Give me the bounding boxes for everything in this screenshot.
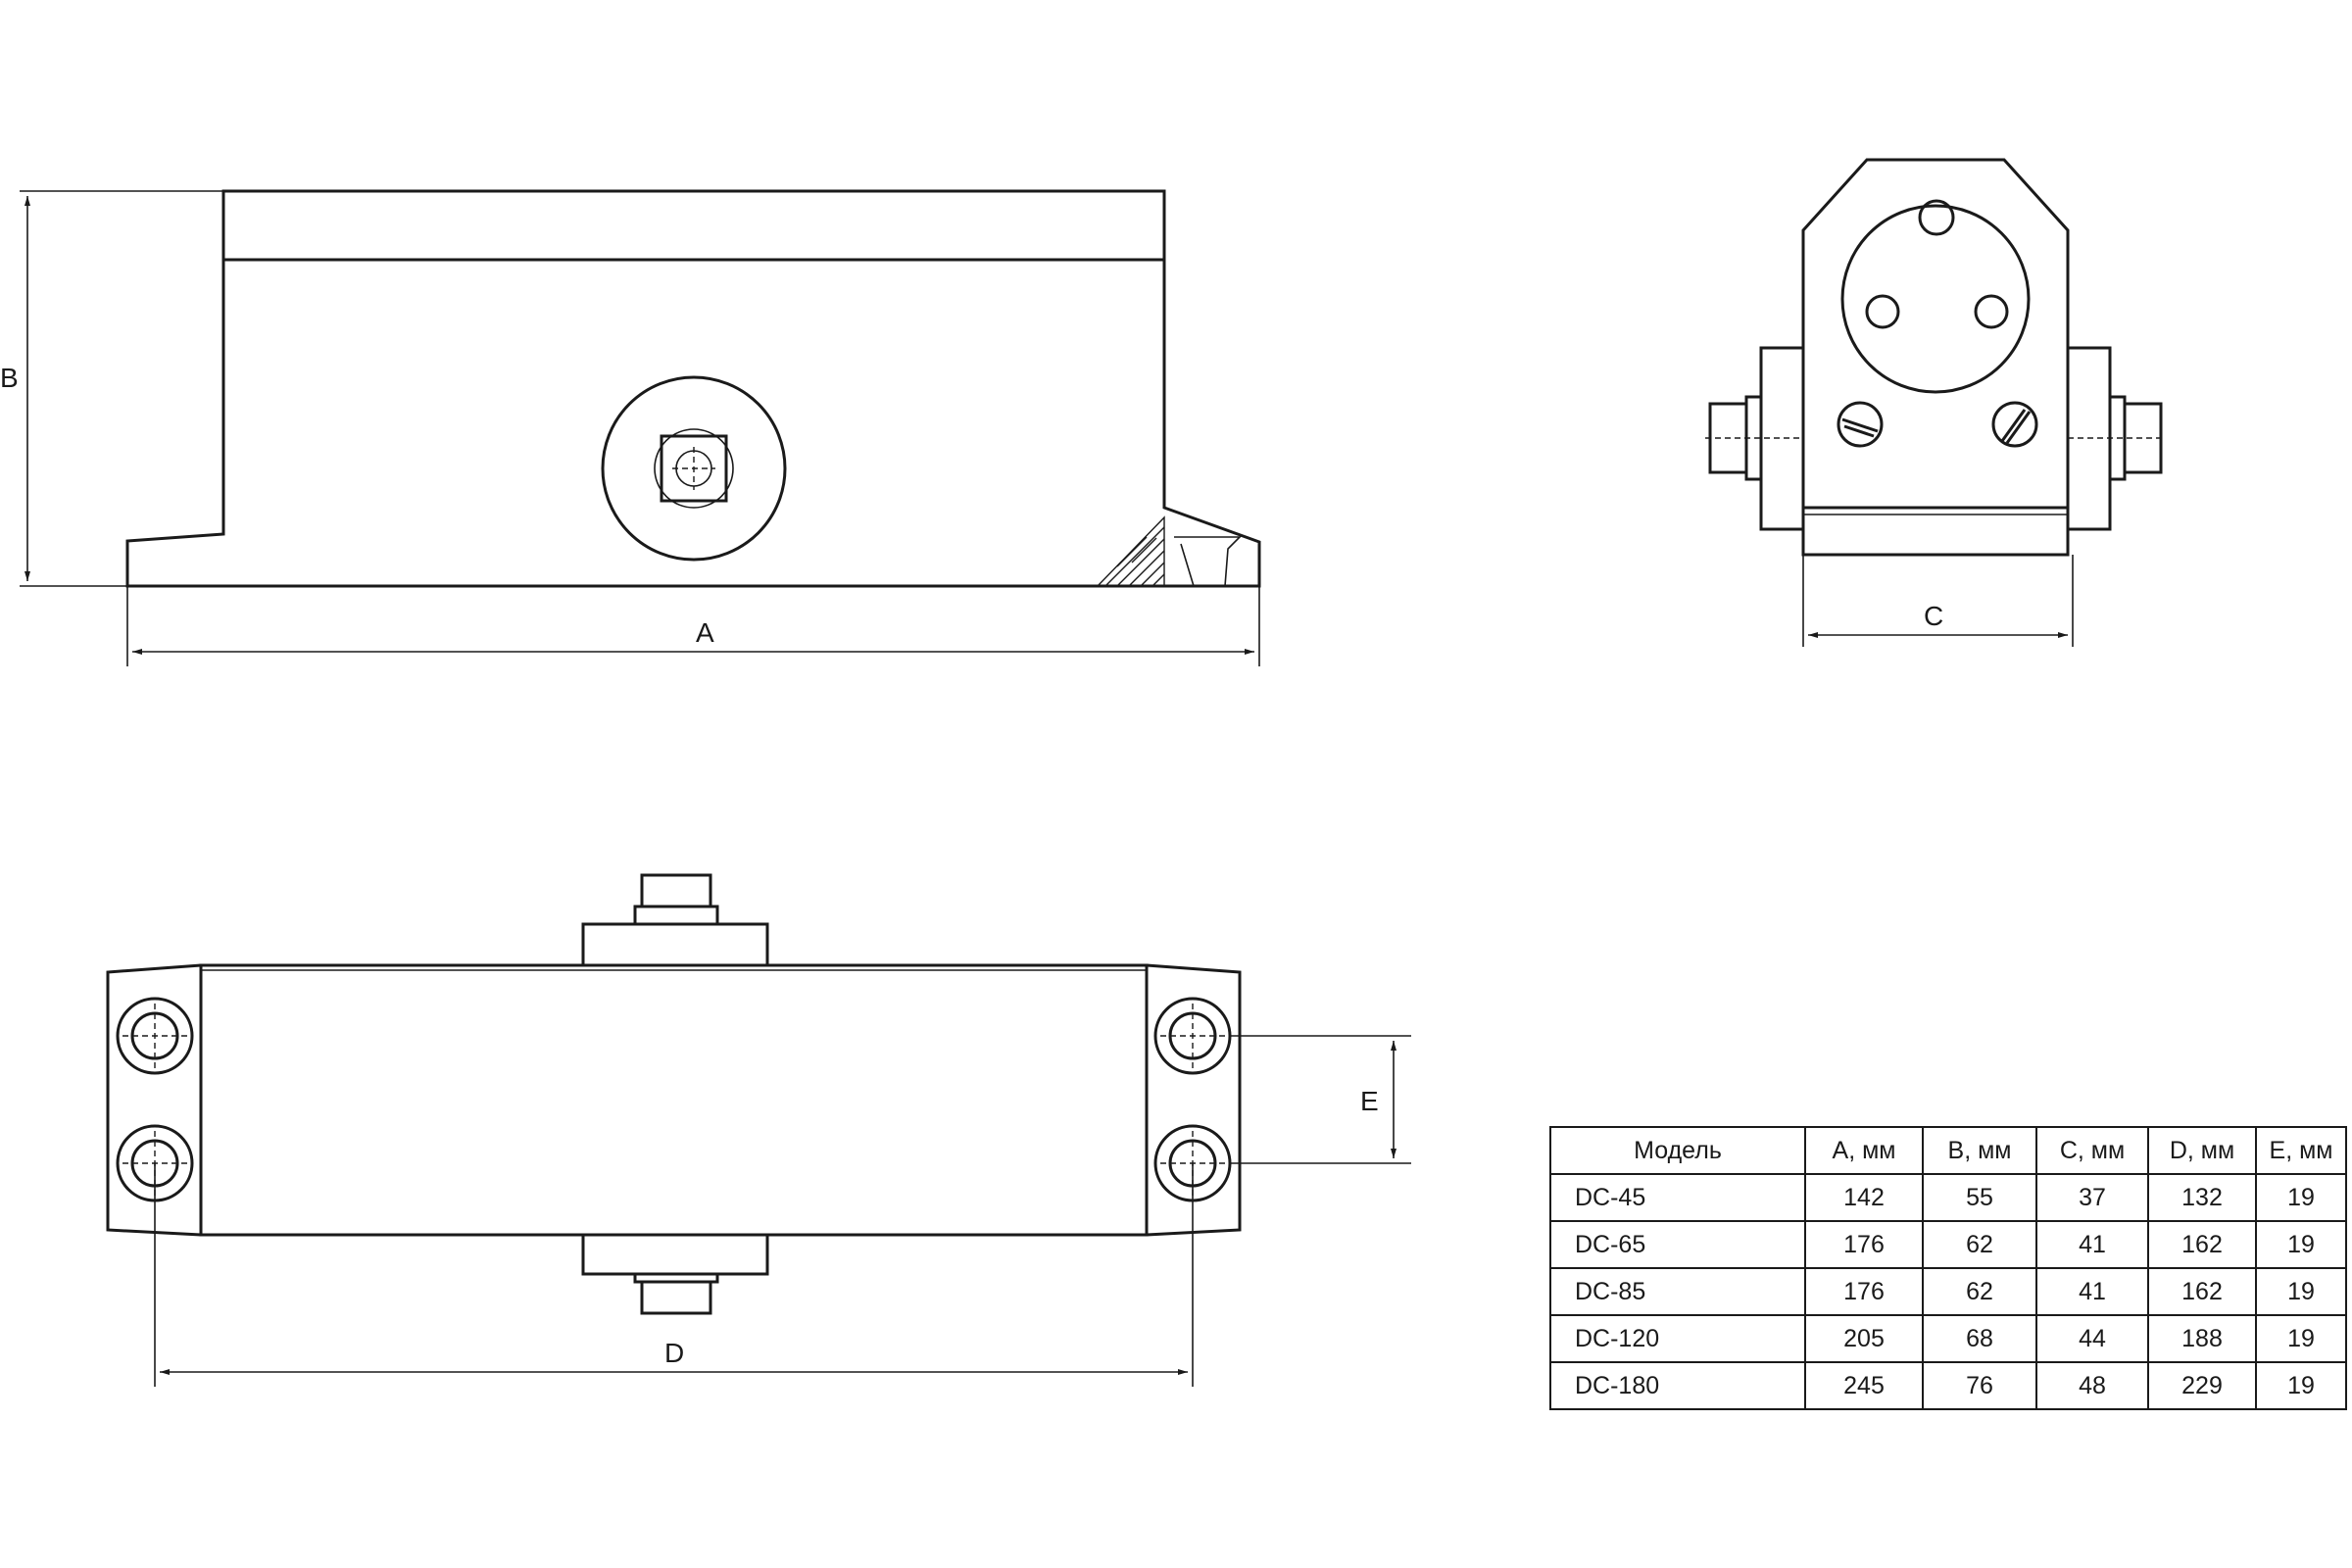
cell-b: 62 <box>1922 1267 2037 1316</box>
cell-e: 19 <box>2255 1267 2347 1316</box>
cell-e: 19 <box>2255 1173 2347 1222</box>
cell-d: 188 <box>2147 1314 2257 1363</box>
table-header-row: Модель A, мм B, мм C, мм D, мм E, мм <box>1549 1126 2347 1175</box>
dim-a-label: A <box>696 617 714 648</box>
header-b: B, мм <box>1922 1126 2037 1175</box>
cell-d: 132 <box>2147 1173 2257 1222</box>
cell-c: 37 <box>2035 1173 2149 1222</box>
header-d: D, мм <box>2147 1126 2257 1175</box>
top-view: E D <box>106 873 1411 1387</box>
table-row: DC-120 205 68 44 188 19 <box>1549 1314 2347 1363</box>
hatched-section <box>1096 515 1165 587</box>
header-model: Модель <box>1549 1126 1806 1175</box>
adjust-screw-icon <box>1837 401 1884 448</box>
header-c: C, мм <box>2035 1126 2149 1175</box>
cell-model: DC-65 <box>1549 1220 1806 1269</box>
cell-b: 76 <box>1922 1361 2037 1410</box>
table-row: DC-85 176 62 41 162 19 <box>1549 1267 2347 1316</box>
dim-d-label: D <box>664 1338 684 1368</box>
dim-e-label: E <box>1360 1086 1379 1116</box>
cell-e: 19 <box>2255 1220 2347 1269</box>
table-row: DC-65 176 62 41 162 19 <box>1549 1220 2347 1269</box>
cell-model: DC-120 <box>1549 1314 1806 1363</box>
end-view: C <box>1705 158 2166 647</box>
cell-model: DC-85 <box>1549 1267 1806 1316</box>
cell-c: 41 <box>2035 1267 2149 1316</box>
mounting-hole-icon <box>1153 997 1232 1075</box>
cell-d: 162 <box>2147 1220 2257 1269</box>
spindle-ring <box>601 375 787 562</box>
cell-b: 62 <box>1922 1220 2037 1269</box>
cell-b: 68 <box>1922 1314 2037 1363</box>
cell-c: 44 <box>2035 1314 2149 1363</box>
cell-d: 162 <box>2147 1267 2257 1316</box>
cell-a: 176 <box>1804 1220 1924 1269</box>
table-row: DC-180 245 76 48 229 19 <box>1549 1361 2347 1410</box>
dim-c-label: C <box>1924 601 1943 631</box>
header-e: E, мм <box>2255 1126 2347 1175</box>
cell-d: 229 <box>2147 1361 2257 1410</box>
side-view: B A <box>0 189 1261 666</box>
cell-a: 205 <box>1804 1314 1924 1363</box>
cell-model: DC-45 <box>1549 1173 1806 1222</box>
table-row: DC-45 142 55 37 132 19 <box>1549 1173 2347 1222</box>
cell-e: 19 <box>2255 1361 2347 1410</box>
cell-c: 48 <box>2035 1361 2149 1410</box>
cell-a: 245 <box>1804 1361 1924 1410</box>
dim-b-label: B <box>0 363 19 393</box>
cell-c: 41 <box>2035 1220 2149 1269</box>
cell-model: DC-180 <box>1549 1361 1806 1410</box>
header-a: A, мм <box>1804 1126 1924 1175</box>
model-dimensions-table: Модель A, мм B, мм C, мм D, мм E, мм DC-… <box>1549 1126 2347 1410</box>
cell-a: 142 <box>1804 1173 1924 1222</box>
cell-b: 55 <box>1922 1173 2037 1222</box>
adjust-screw-icon <box>1991 401 2038 448</box>
cell-a: 176 <box>1804 1267 1924 1316</box>
cell-e: 19 <box>2255 1314 2347 1363</box>
mounting-hole-icon <box>116 997 194 1075</box>
